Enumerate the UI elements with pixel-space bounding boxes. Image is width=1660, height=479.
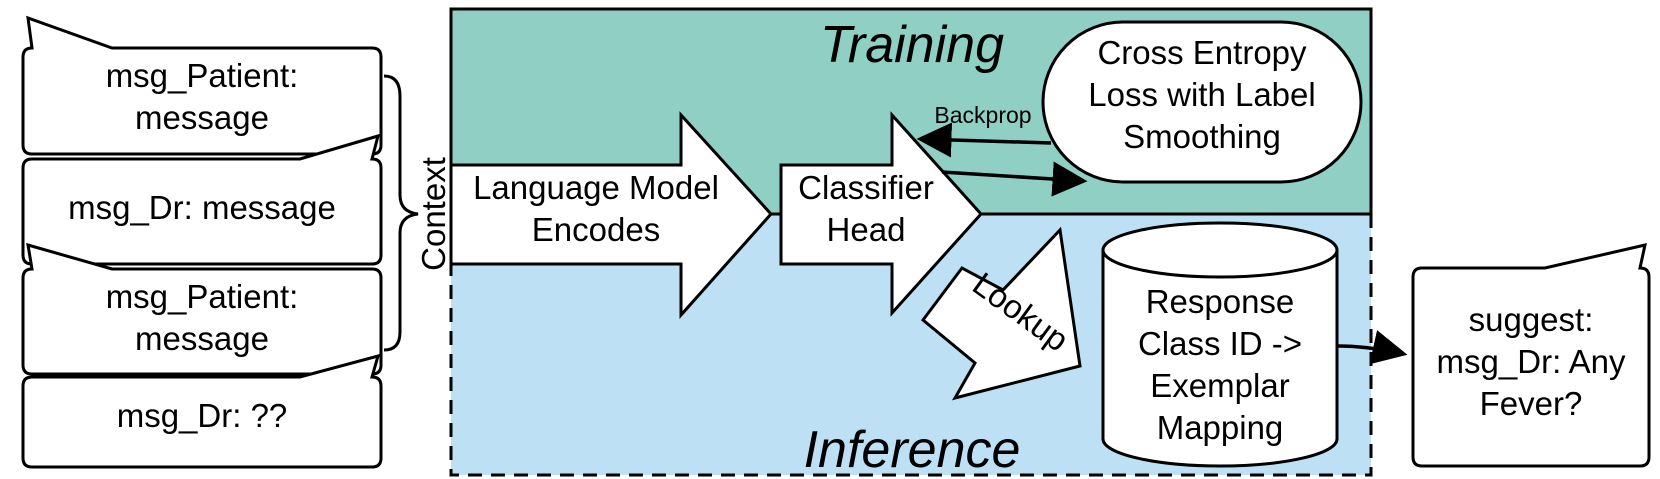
inference-title: Inference bbox=[804, 421, 1021, 479]
message-2-text: msg_Dr: message bbox=[68, 189, 336, 226]
backprop-label: Backprop bbox=[934, 102, 1031, 128]
mapping-line2: Class ID -> bbox=[1138, 325, 1302, 362]
message-3-line2: message bbox=[135, 320, 269, 357]
loss-box: Cross Entropy Loss with Label Smoothing bbox=[1041, 20, 1363, 184]
loss-line3: Smoothing bbox=[1123, 118, 1281, 155]
lookup-arrow: Lookup bbox=[920, 226, 1082, 401]
language-model-line2: Encodes bbox=[532, 211, 660, 248]
mapping-line4: Mapping bbox=[1157, 409, 1284, 446]
message-bubble-3: msg_Patient: message bbox=[21, 242, 383, 376]
loss-input-arrow bbox=[941, 161, 1088, 197]
training-title: Training bbox=[820, 16, 1004, 74]
loss-line1: Cross Entropy bbox=[1097, 34, 1307, 71]
message-4-text: msg_Dr: ?? bbox=[117, 397, 288, 434]
mapping-line3: Exemplar bbox=[1150, 367, 1289, 404]
backprop-arrow bbox=[916, 122, 1052, 158]
suggestion-line3: Fever? bbox=[1480, 385, 1583, 422]
message-bubble-4: msg_Dr: ?? bbox=[21, 353, 383, 469]
output-arrow bbox=[1337, 330, 1408, 365]
message-1-line1: msg_Patient: bbox=[106, 57, 299, 94]
mapping-line1: Response bbox=[1146, 283, 1295, 320]
context-brace bbox=[383, 74, 419, 352]
message-1-line2: message bbox=[135, 99, 269, 136]
language-model-block: Language Model Encodes bbox=[449, 111, 774, 319]
language-model-line1: Language Model bbox=[473, 169, 719, 206]
message-3-line1: msg_Patient: bbox=[106, 278, 299, 315]
classifier-head-line2: Head bbox=[827, 211, 906, 248]
message-bubble-2: msg_Dr: message bbox=[21, 133, 383, 266]
context-label: Context bbox=[415, 157, 452, 271]
suggestion-line1: suggest: bbox=[1469, 301, 1594, 338]
suggestion-line2: msg_Dr: Any bbox=[1437, 343, 1626, 380]
loss-line2: Loss with Label bbox=[1088, 76, 1315, 113]
message-bubble-1: msg_Patient: message bbox=[21, 15, 383, 156]
classifier-head-line1: Classifier bbox=[798, 169, 934, 206]
classifier-head-block: Classifier Head bbox=[779, 111, 984, 317]
mapping-cylinder: Response Class ID -> Exemplar Mapping bbox=[1101, 221, 1339, 468]
suggestion-bubble: suggest: msg_Dr: Any Fever? bbox=[1411, 243, 1651, 468]
